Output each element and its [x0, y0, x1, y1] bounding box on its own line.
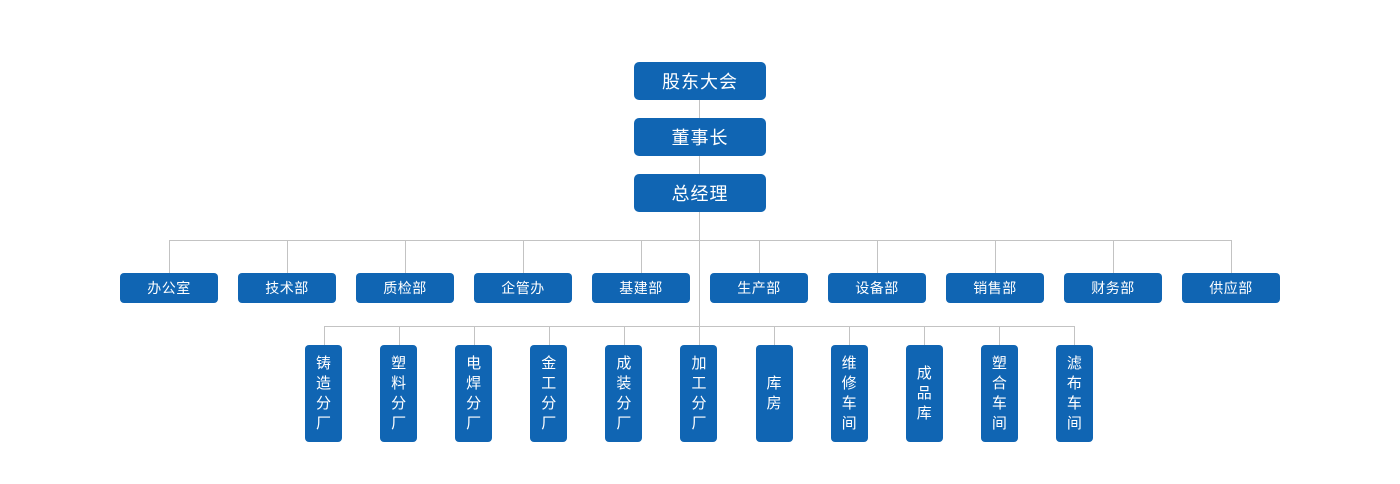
unit-finished-goods-store: 成品库	[905, 345, 943, 442]
unit-label: 塑合车间	[991, 354, 1007, 432]
connector-line	[169, 240, 170, 273]
unit-label: 成装分厂	[616, 354, 632, 432]
connector-line	[995, 240, 996, 273]
unit-label: 库房	[766, 374, 782, 412]
unit-assembly-branch: 成装分厂	[605, 345, 643, 442]
connector-line	[877, 240, 878, 273]
connector-line	[849, 326, 850, 345]
dept-finance: 财务部	[1064, 273, 1162, 303]
connector-line	[924, 326, 925, 345]
dept-enterprise-mgmt: 企管办	[474, 273, 572, 303]
unit-label: 铸造分厂	[315, 354, 331, 432]
connector-line	[1074, 326, 1075, 345]
dept-office: 办公室	[120, 273, 218, 303]
unit-casting-branch: 铸造分厂	[305, 345, 342, 442]
connector-line	[774, 326, 775, 345]
connector-line	[405, 240, 406, 273]
unit-filter-cloth-workshop: 滤布车间	[1055, 345, 1093, 442]
connector-line	[759, 240, 760, 273]
dept-quality-inspection: 质检部	[356, 273, 454, 303]
unit-maintenance-workshop: 维修车间	[830, 345, 868, 442]
connector-line	[523, 240, 524, 273]
unit-label: 成品库	[916, 364, 932, 422]
unit-label: 维修车间	[841, 354, 857, 432]
connector-line	[641, 240, 642, 273]
dept-technology: 技术部	[238, 273, 336, 303]
connector-line	[324, 326, 325, 345]
unit-label: 滤布车间	[1066, 354, 1082, 432]
sub-unit-row: 铸造分厂 塑料分厂 电焊分厂 金工分厂 成装分厂 加工分厂 库房 维修车间 成品…	[305, 345, 1093, 442]
dept-supply: 供应部	[1182, 273, 1280, 303]
dept-sales: 销售部	[946, 273, 1044, 303]
dept-production: 生产部	[710, 273, 808, 303]
connector-line	[474, 326, 475, 345]
connector-line	[624, 326, 625, 345]
unit-label: 电焊分厂	[466, 354, 482, 432]
node-shareholders-meeting: 股东大会	[634, 62, 766, 100]
unit-label: 加工分厂	[691, 354, 707, 432]
connector-line	[699, 326, 700, 345]
node-chairman: 董事长	[634, 118, 766, 156]
unit-label: 塑料分厂	[391, 354, 407, 432]
connector-line	[287, 240, 288, 273]
connector-line	[1113, 240, 1114, 273]
unit-processing-branch: 加工分厂	[680, 345, 718, 442]
connector-line	[169, 240, 1232, 241]
connector-line	[549, 326, 550, 345]
connector-line	[399, 326, 400, 345]
unit-plastic-molding-workshop: 塑合车间	[980, 345, 1018, 442]
connector-line	[999, 326, 1000, 345]
dept-equipment: 设备部	[828, 273, 926, 303]
unit-plastics-branch: 塑料分厂	[380, 345, 418, 442]
unit-welding-branch: 电焊分厂	[455, 345, 493, 442]
unit-metalwork-branch: 金工分厂	[530, 345, 568, 442]
connector-line	[1231, 240, 1232, 273]
unit-label: 金工分厂	[541, 354, 557, 432]
unit-warehouse: 库房	[755, 345, 793, 442]
node-general-manager: 总经理	[634, 174, 766, 212]
dept-infrastructure: 基建部	[592, 273, 690, 303]
department-row: 办公室 技术部 质检部 企管办 基建部 生产部 设备部 销售部 财务部 供应部	[120, 273, 1280, 303]
